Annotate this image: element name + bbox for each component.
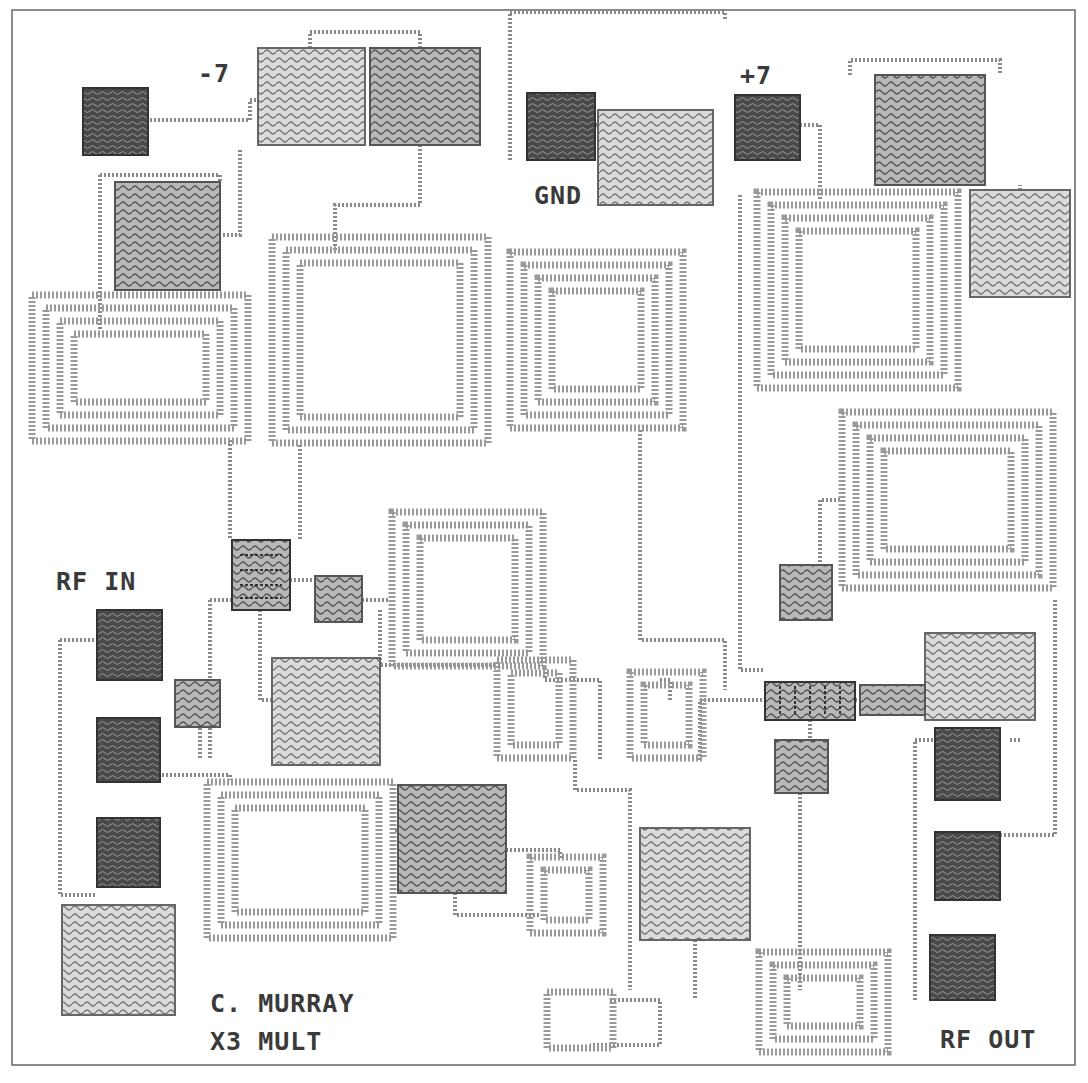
- wire-traces: [60, 12, 1055, 1045]
- chip-outline: [12, 10, 1075, 1065]
- capacitors: [62, 48, 1070, 1015]
- designer-label: C. MURRAY: [208, 990, 356, 1017]
- transistors: [232, 540, 855, 720]
- circuit-label: X3 MULT: [208, 1028, 324, 1055]
- bond-pads: [83, 88, 1000, 1000]
- supply-label: +7: [738, 62, 774, 89]
- port-label: RF IN: [54, 568, 138, 595]
- supply-label: -7: [196, 60, 232, 87]
- spiral-inductors: [32, 192, 1053, 1052]
- port-label: RF OUT: [938, 1026, 1038, 1053]
- ground-label: GND: [532, 182, 584, 209]
